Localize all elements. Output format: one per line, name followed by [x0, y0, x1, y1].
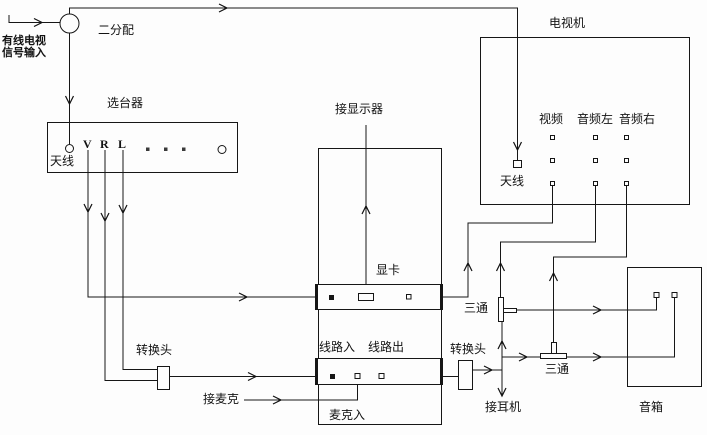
gpu-left-port	[329, 295, 334, 300]
mic-in-label: 麦克入	[329, 408, 366, 422]
tuner-port-l-label: L	[118, 137, 127, 151]
tuner-antenna-label: 天线	[50, 154, 75, 168]
speaker-ports	[653, 292, 678, 298]
earphone-label: 接耳机	[485, 400, 522, 414]
speaker-right-port	[671, 292, 678, 298]
gpu-label: 显卡	[376, 263, 401, 277]
wire-mic-2	[281, 379, 358, 401]
tuner-dot-1	[146, 147, 150, 151]
wire-l-out-2	[122, 213, 157, 370]
wire-tee2-tv-2	[553, 186, 627, 273]
splitter-label: 二分配	[98, 23, 135, 37]
tuner-port-r-label: R	[100, 137, 109, 151]
tuner-right-port	[217, 145, 227, 154]
wire-tee1-tv-2	[500, 186, 596, 263]
cable-input-label-line1: 有线电视	[2, 35, 46, 47]
line-out-label: 线路出	[368, 340, 405, 354]
tv-ports	[513, 135, 629, 186]
connectors	[157, 297, 567, 390]
monitor-label: 接显示器	[335, 102, 384, 116]
tuner-dot-2	[164, 147, 168, 151]
adapter-left-box	[157, 366, 170, 390]
wires	[8, 3, 675, 405]
tuner-antenna-port	[65, 144, 74, 153]
tuner-dot-3	[182, 147, 186, 151]
splitter-circle	[59, 13, 80, 34]
tv-audio-right-label: 音频右	[619, 112, 656, 126]
tuner-port-v-label: V	[83, 137, 92, 151]
tee-lower-bar	[540, 353, 567, 359]
wire-tee1-speaker-2	[601, 297, 657, 311]
sound-linein-port	[330, 374, 335, 379]
computer-ports	[329, 293, 412, 379]
splitter-and-tuner-ports	[59, 13, 227, 154]
gpu-right-port	[406, 294, 412, 300]
gpu-band	[315, 284, 443, 310]
tuner-label: 选台器	[107, 96, 144, 110]
sound-mic-port	[354, 373, 361, 379]
tv-antenna-label: 天线	[500, 174, 525, 188]
wire-splitter-to-tv-2	[227, 7, 523, 152]
speaker-left-port	[653, 292, 660, 298]
tv-antenna-port	[513, 160, 522, 168]
wire-r-out-2	[104, 221, 157, 381]
tee-lower-tab	[551, 342, 557, 354]
wire-cable-input	[8, 15, 44, 28]
sound-lineout-port	[378, 373, 385, 379]
tee-upper-label: 三通	[464, 301, 489, 315]
tuner-box	[47, 122, 238, 173]
mic-label: 接麦克	[203, 392, 240, 406]
gpu-vga-port	[358, 293, 374, 301]
adapter-right-box	[458, 360, 473, 390]
wire-splitter-to-tv-1	[69, 3, 229, 15]
tv-video-label: 视频	[539, 112, 564, 126]
tee-upper-tab	[503, 308, 517, 313]
wire-tee2-speaker-2	[601, 297, 675, 358]
cable-input-label-line2: 信号输入	[2, 47, 46, 59]
tee-lower-label: 三通	[545, 362, 570, 376]
wire-v-out-2	[87, 212, 249, 302]
tv-box	[480, 37, 690, 205]
adapter-right-label: 转换头	[450, 342, 487, 356]
speaker-label: 音箱	[639, 400, 664, 414]
tee-upper-bar	[498, 297, 504, 322]
soundcard-band	[315, 358, 443, 385]
tv-label: 电视机	[549, 16, 586, 30]
speaker-box	[627, 267, 702, 387]
line-in-label: 线路入	[319, 340, 356, 354]
tv-audio-left-label: 音频左	[577, 112, 614, 126]
adapter-left-label: 转换头	[136, 343, 173, 357]
